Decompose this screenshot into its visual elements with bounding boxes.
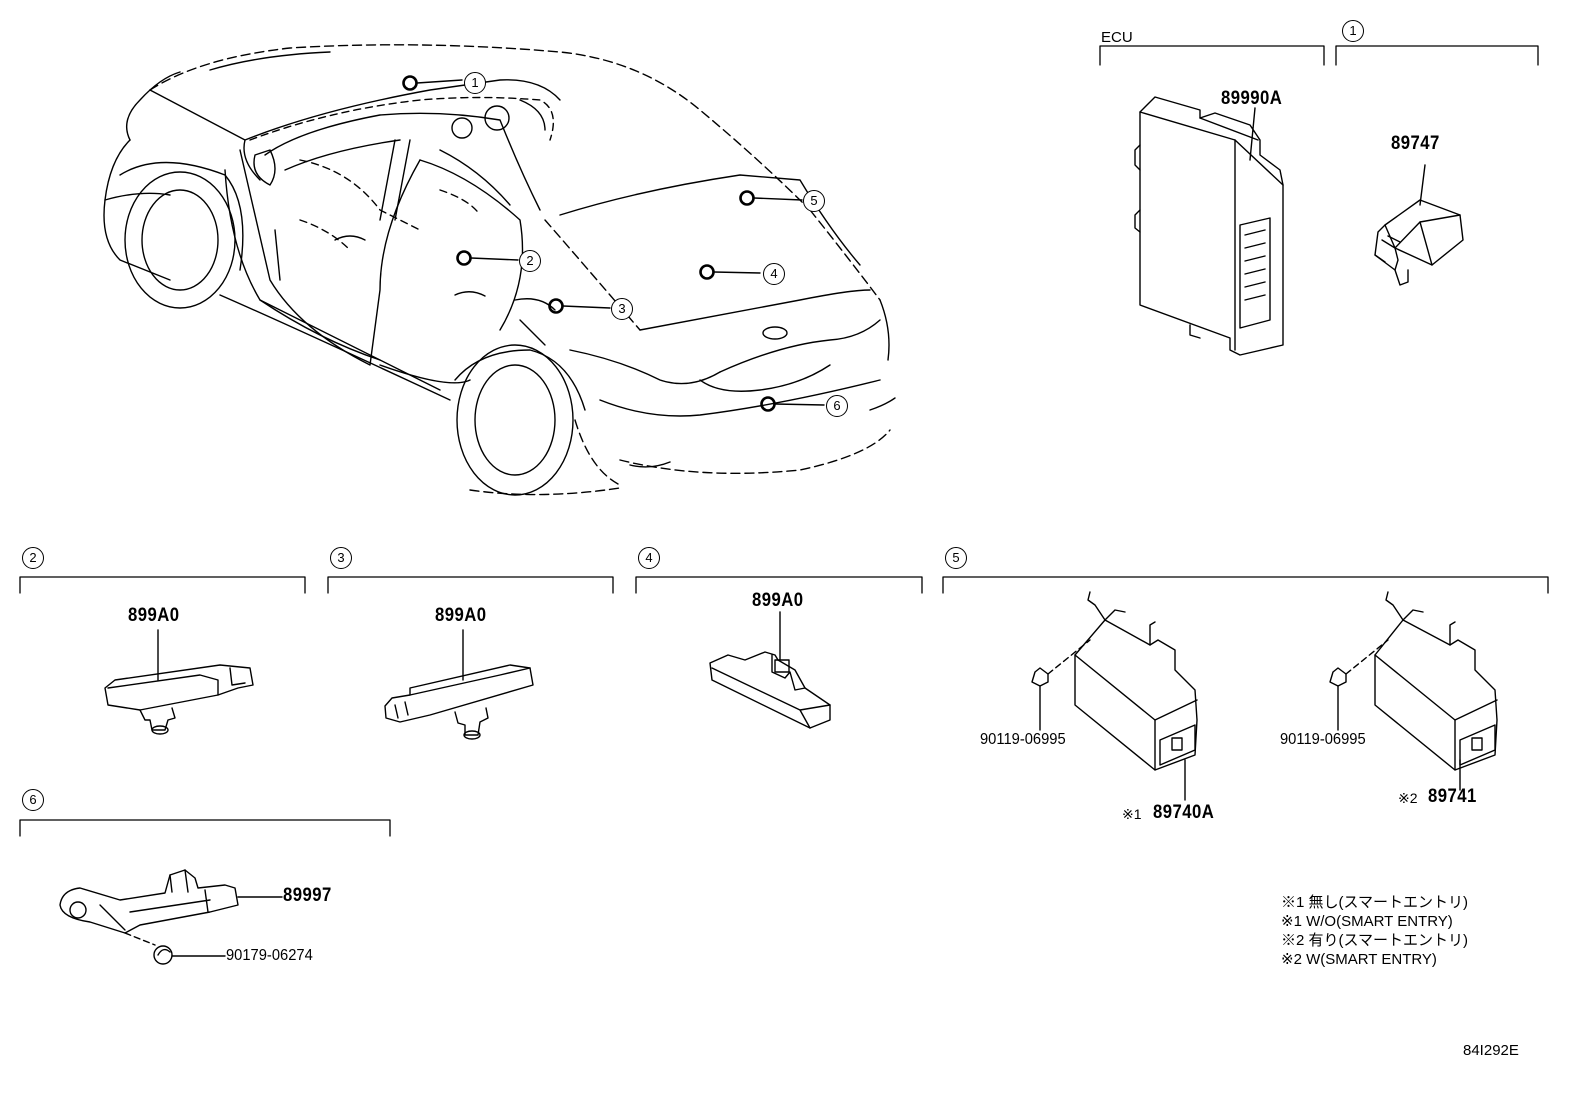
diagram-code: 84I292E	[1463, 1042, 1519, 1059]
part-number-89747: 89747	[1391, 133, 1440, 154]
part-number-sec2: 899A0	[128, 605, 180, 626]
part-number-ecu: 89990A	[1221, 88, 1283, 109]
car-callout-2: 2	[519, 250, 541, 272]
sec3-part-drawing	[384, 629, 534, 740]
car-callout-1: 1	[464, 72, 486, 94]
ecu-module-drawing	[1134, 96, 1284, 356]
bolt-number-right: 90119-06995	[1280, 731, 1366, 748]
sec5-parts-drawing	[1031, 591, 1498, 801]
footnote-2-jp: ※2 有り(スマートエントリ)	[1281, 932, 1469, 949]
ecu-section-label: ECU	[1101, 29, 1133, 46]
sec2-part-drawing	[104, 629, 254, 735]
part-number-sec4: 899A0	[752, 590, 804, 611]
section-callout-1: 1	[1342, 20, 1364, 42]
footnote-2-en: ※2 W(SMART ENTRY)	[1281, 951, 1437, 968]
section-callout-3: 3	[330, 547, 352, 569]
section-brackets	[19, 45, 1549, 837]
mark-89740a: ※1	[1122, 806, 1142, 822]
sec4-part-drawing	[709, 611, 831, 729]
section-callout-2: 2	[22, 547, 44, 569]
callout-markers	[402, 75, 825, 412]
clip-number-90179: 90179-06274	[226, 947, 313, 964]
part-number-89997: 89997	[283, 885, 332, 906]
car-callout-6: 6	[826, 395, 848, 417]
section-callout-6: 6	[22, 789, 44, 811]
section-callout-4: 4	[638, 547, 660, 569]
car-callout-4: 4	[763, 263, 785, 285]
footnote-1-en: ※1 W/O(SMART ENTRY)	[1281, 913, 1453, 930]
car-callout-5: 5	[803, 190, 825, 212]
part-89747-drawing	[1374, 164, 1464, 286]
mark-89741: ※2	[1398, 790, 1418, 806]
sec6-part-drawing	[59, 869, 283, 965]
section-callout-5: 5	[945, 547, 967, 569]
part-number-89740a: 89740A	[1153, 802, 1215, 823]
car-callout-3: 3	[611, 298, 633, 320]
footnotes: ※1 無し(スマートエントリ) ※1 W/O(SMART ENTRY) ※2 有…	[1281, 893, 1468, 969]
bolt-number-left: 90119-06995	[980, 731, 1066, 748]
part-number-89741: 89741	[1428, 786, 1477, 807]
part-number-sec3: 899A0	[435, 605, 487, 626]
car-illustration	[103, 44, 896, 496]
footnote-1-jp: ※1 無し(スマートエントリ)	[1281, 894, 1469, 911]
